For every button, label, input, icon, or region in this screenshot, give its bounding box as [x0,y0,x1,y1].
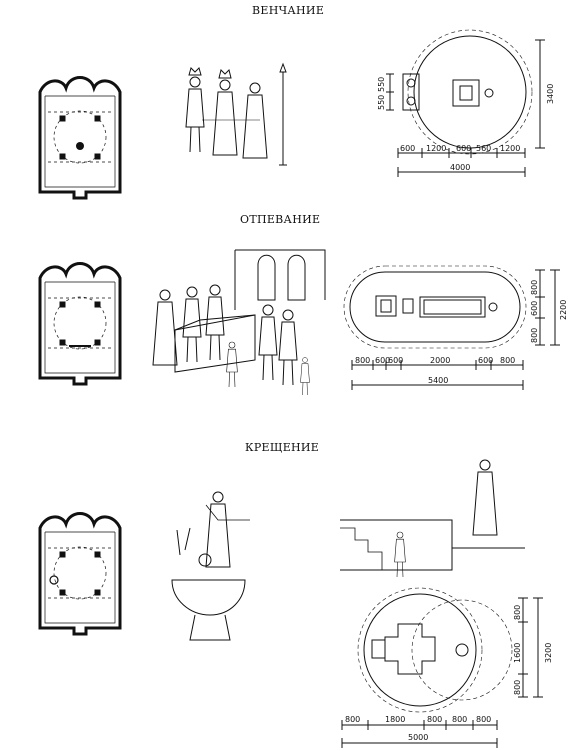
wedding-dim-left-1: 550 [377,77,386,92]
wedding-dim-1: 600 [400,144,415,153]
funeral-dim-right-3: 800 [530,328,539,343]
wedding-dim-5: 1200 [500,144,520,153]
funeral-layout-plan [343,265,560,390]
baptism-dim-total: 5000 [408,733,428,742]
funeral-dim-4: 2000 [430,356,450,365]
funeral-church-plan [38,262,122,386]
wedding-dim-right: 3400 [546,84,555,104]
funeral-dim-3: 600 [388,356,403,365]
baptism-layout-plan [341,587,543,748]
baptism-section-drawing [340,459,525,578]
baptism-dim-right-3: 800 [513,680,522,695]
funeral-illustration [152,249,326,396]
baptism-dim-4: 800 [452,715,467,724]
funeral-dim-right-2: 600 [530,301,539,316]
wedding-church-plan [38,76,122,200]
wedding-dim-2: 1200 [426,144,446,153]
baptism-church-plan [38,512,122,636]
baptism-dim-1: 800 [345,715,360,724]
funeral-dim-right-1: 800 [530,280,539,295]
baptism-dim-right-1: 800 [513,605,522,620]
baptism-dim-right-total: 3200 [544,643,553,663]
baptism-dim-2: 1800 [385,715,405,724]
baptism-dim-5: 800 [476,715,491,724]
baptism-dim-right-2: 1600 [513,643,522,663]
wedding-dim-left-2: 550 [377,95,386,110]
section-title-baptism: КРЕЩЕНИЕ [245,441,320,454]
wedding-dim-3: 600 [456,144,471,153]
wedding-layout-plan [386,29,545,177]
baptism-dim-3: 800 [427,715,442,724]
funeral-dim-2: 600 [375,356,390,365]
section-title-funeral: ОТПЕВАНИЕ [240,213,321,226]
wedding-dim-total: 4000 [450,163,470,172]
wedding-dim-4: 560 [476,144,491,153]
funeral-dim-6: 800 [500,356,515,365]
funeral-dim-1: 800 [355,356,370,365]
funeral-dim-total: 5400 [428,376,448,385]
funeral-dim-right-total: 2200 [559,300,568,320]
baptism-illustration [171,491,250,641]
section-title-wedding: ВЕНЧАНИЕ [252,4,325,17]
wedding-illustration [185,62,287,166]
funeral-dim-5: 600 [478,356,493,365]
